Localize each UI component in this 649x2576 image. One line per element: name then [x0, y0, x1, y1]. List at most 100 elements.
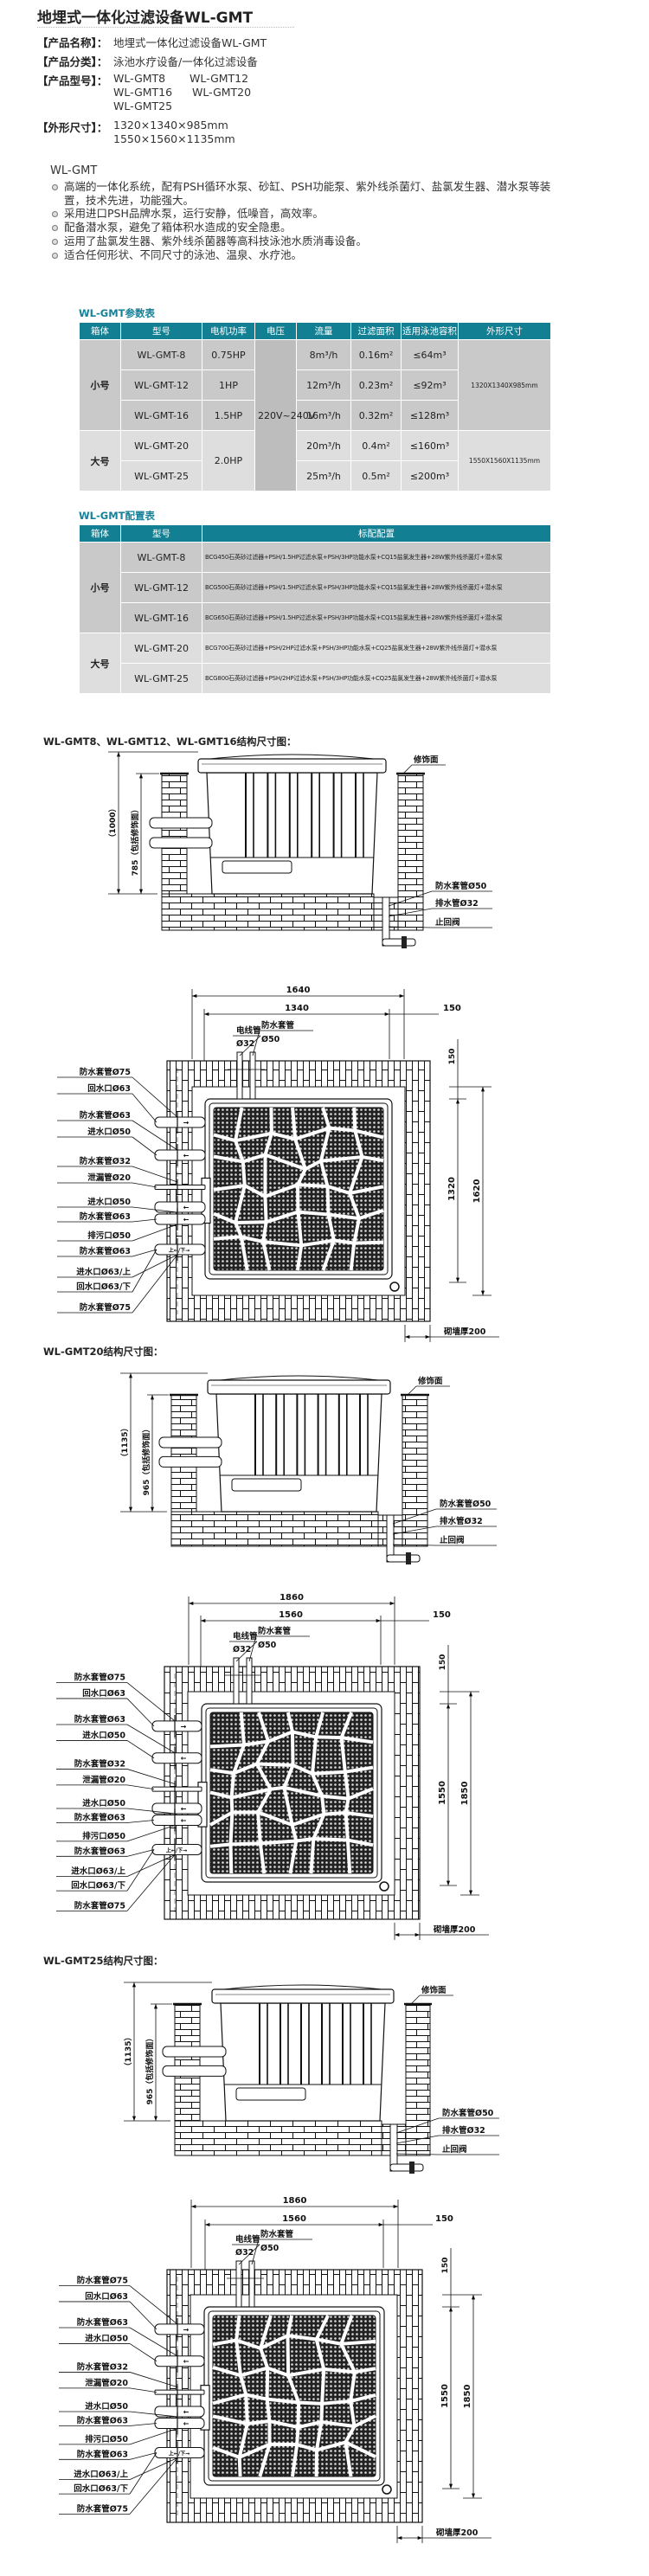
- sleeve-pipe: [246, 1657, 253, 1705]
- leader-line: [126, 1698, 155, 1727]
- side-pipe: [162, 2065, 227, 2077]
- product-models-label: 【产品型号】：: [37, 74, 108, 87]
- feature-text: 运用了盐氯发生器、紫外线杀菌器等高科技泳池水质消毒设备。: [64, 234, 368, 247]
- finish-surface-label: 修饰面: [421, 1985, 447, 1995]
- bullet-icon: [52, 239, 58, 245]
- wall-pipe: [151, 1802, 202, 1815]
- drawing-title: WL-GMT20结构尺寸图：: [43, 1346, 164, 1358]
- right-brick-wall: [405, 2003, 431, 2156]
- pipe-label: 排污口Ø50: [87, 1230, 131, 1241]
- conduit-pipe: [236, 1051, 243, 1100]
- inner-width-label: 1340: [285, 1004, 309, 1013]
- check-valve: [402, 936, 407, 948]
- wall-depth-label: 150: [441, 2258, 450, 2274]
- wall-pipe: [154, 2355, 205, 2367]
- size-cell: 1550X1560X1135mm: [458, 430, 551, 491]
- feature-bullet: 高端的一体化系统，配有PSH循环水泵、砂缸、PSH功能泵、紫外线杀菌灯、盐氯发生…: [52, 180, 562, 208]
- drain-elbow: [386, 1554, 421, 1563]
- config-cell: BCG450石英砂过滤器+PSH/1.5HP过滤水泵+PSH/3HP功能水泵+C…: [202, 542, 551, 573]
- tank-lid-dome: [219, 1375, 379, 1381]
- pipe-label: 排污口Ø50: [82, 1831, 125, 1841]
- pipe-label: 防水套管Ø75: [74, 1673, 125, 1683]
- pipe-label: 回水口Ø63/下: [71, 1880, 125, 1891]
- pipe-label: 防水套管Ø75: [80, 1302, 131, 1313]
- pipe-label: 回水口Ø63: [85, 2291, 128, 2302]
- side-pipe: [162, 2046, 227, 2058]
- table-header-row: 箱体 型号 电机功率 电压 流量 过滤面积 适用泳池容积 外形尺寸: [79, 322, 551, 340]
- finish-surface-label: 修饰面: [417, 1376, 443, 1386]
- model-item: WL-GMT25: [113, 100, 173, 112]
- leader-line: [132, 1076, 178, 1118]
- left-brick-wall: [170, 1394, 197, 1513]
- pipe-label: 防水套管Ø32: [77, 2361, 128, 2372]
- flow-arrow-icon: ←: [183, 1152, 190, 1160]
- inner-depth-label: 1320: [447, 1177, 457, 1201]
- flow-arrow-icon: →: [183, 1119, 190, 1127]
- side-pipe: [158, 1436, 222, 1449]
- config-table: 箱体 型号 标配配置 小号 WL-GMT-8 BCG450石英砂过滤器+PSH/…: [79, 524, 551, 694]
- page-title: 地埋式一体化过滤设备WL-GMT: [37, 10, 254, 27]
- leader-line: [248, 1635, 257, 1662]
- column-header: 箱体: [79, 322, 121, 340]
- wall-pipe: [151, 1752, 202, 1764]
- leader-line: [126, 1784, 155, 1790]
- leader-line: [126, 1849, 155, 1892]
- drain-elbow: [382, 938, 416, 947]
- leader-line: [132, 1136, 157, 1156]
- pipe-label: 回水口Ø63/下: [74, 2483, 128, 2494]
- grate-gap: [339, 2315, 357, 2477]
- product-size-label: 【外形尺寸】：: [37, 121, 108, 134]
- conduit-size-label: Ø32: [233, 1645, 251, 1654]
- outer-width-label: 1640: [286, 986, 311, 995]
- model-item: WL-GMT8: [113, 72, 166, 85]
- model-item: WL-GMT20: [192, 86, 252, 99]
- grate-cell-gaps: [213, 1107, 384, 1271]
- conduit-pipe: [235, 2260, 242, 2308]
- title-divider: [37, 27, 294, 28]
- inner-depth-label: 1550: [440, 2384, 450, 2408]
- bullet-icon: [52, 211, 58, 217]
- pipe-label: 泄漏管Ø20: [87, 1172, 131, 1183]
- column-header: 标配配置: [202, 524, 551, 543]
- tank-lid: [197, 758, 387, 774]
- flow-arrow-icon: 上←/下→: [169, 1247, 190, 1254]
- model-item: WL-GMT16: [113, 86, 173, 99]
- right-brick-wall: [402, 1394, 428, 1547]
- leader-line: [132, 1249, 157, 1293]
- feature-bullet: 适合任何形状、不同尺寸的泳池、温泉、水疗池。: [52, 248, 562, 262]
- flow-arrow-icon: ←: [181, 1755, 187, 1763]
- drain-label: 排水管Ø32: [435, 898, 479, 909]
- pipe-label: 防水套管Ø63: [74, 1846, 125, 1856]
- product-name: 地埋式一体化过滤设备WL-GMT: [113, 36, 267, 49]
- side-pipe: [158, 1455, 222, 1468]
- wall-width-label: 150: [435, 2214, 453, 2224]
- leader-line: [129, 2423, 157, 2426]
- flow-arrow-icon: →: [183, 2326, 190, 2334]
- wall-pipe: [151, 1843, 202, 1855]
- column-header: 箱体: [79, 524, 121, 543]
- config-cell: BCG800石英砂过滤器+PSH/2HP过滤水泵+PSH/3HP功能水泵+CQ2…: [202, 663, 551, 694]
- pipe-label: 排污口Ø50: [85, 2434, 128, 2444]
- leader-line: [407, 1385, 417, 1396]
- pipe-label: 防水套管Ø75: [74, 1900, 125, 1911]
- top-sleeve-size-label: Ø50: [261, 1035, 280, 1044]
- wall-depth-label: 150: [439, 1654, 447, 1671]
- tank-lid: [211, 1988, 395, 2004]
- brick-foundation: [174, 2120, 382, 2156]
- leader-line: [395, 2117, 440, 2134]
- column-header: 适用泳池容积: [401, 322, 459, 340]
- valve-label: 止回阀: [440, 1535, 465, 1545]
- tank-handle: [222, 860, 292, 874]
- pipe-label: 回水口Ø63: [87, 1083, 131, 1094]
- area-cell: 0.32m²: [350, 400, 402, 431]
- grate-gap: [235, 2315, 249, 2477]
- leader-line: [126, 1740, 155, 1759]
- flow-cell: 20m³/h: [296, 430, 351, 461]
- table-row: WL-GMT-16 BCG650石英砂过滤器+PSH/1.5HP过滤水泵+PSH…: [79, 602, 551, 633]
- column-header: 型号: [120, 524, 202, 543]
- leader-line: [126, 1849, 155, 1857]
- wall-pipe: [151, 1786, 202, 1792]
- pipe-label: 泄漏管Ø20: [82, 1775, 125, 1785]
- wall-thickness-label: 砌墙厚200: [435, 2528, 479, 2538]
- group-cell: 大号: [79, 430, 121, 491]
